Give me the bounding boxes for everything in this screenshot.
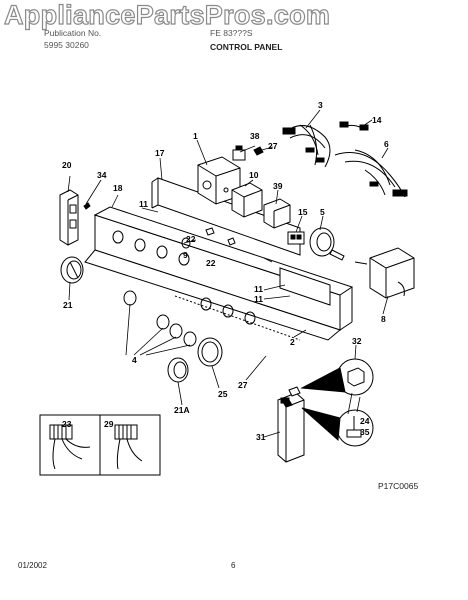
wire-14	[339, 121, 369, 131]
callout-39: 39	[273, 181, 283, 191]
model-number: FE 83???S	[210, 28, 253, 38]
callout-14: 14	[372, 115, 382, 125]
switch-38-part	[232, 145, 246, 161]
console-bracket	[151, 177, 331, 306]
section-title: CONTROL PANEL	[210, 42, 283, 52]
part-9	[181, 237, 191, 249]
inset-23-box	[39, 414, 101, 476]
callout-2: 2	[290, 337, 295, 347]
callout-4: 4	[132, 355, 137, 365]
leader-lines	[67, 109, 389, 438]
callout-38: 38	[250, 131, 260, 141]
callout-10: 10	[249, 170, 259, 180]
inset-29-box	[99, 414, 161, 476]
callout-31: 31	[256, 432, 266, 442]
wire-harness-6	[334, 149, 408, 198]
callout-27-top: 27	[268, 141, 278, 151]
switch-15-part	[287, 231, 305, 245]
watermark-logo: AppliancePartsPros.com	[3, 0, 331, 31]
callout-22-right: 22	[206, 258, 216, 268]
knob-21a-part	[167, 357, 189, 383]
switch-39-part	[263, 198, 291, 229]
callout-11-low: 11	[254, 294, 263, 304]
publication-number: 5995 30260	[44, 40, 89, 50]
selector-8-part	[354, 247, 415, 299]
callout-22-left: 22	[186, 234, 196, 244]
footer-date: 01/2002	[18, 561, 47, 570]
callout-35: 35	[360, 427, 370, 437]
callout-3: 3	[318, 100, 323, 110]
callout-21: 21	[63, 300, 73, 310]
part-22-clip	[205, 227, 215, 236]
switch-10-part	[231, 182, 263, 218]
control-panel-console	[84, 206, 354, 341]
callout-20: 20	[62, 160, 72, 170]
wire-harness-3	[282, 124, 331, 168]
callout-18: 18	[113, 183, 123, 193]
knob-4-parts	[123, 290, 197, 347]
bracket-20-part	[59, 189, 79, 246]
callout-1: 1	[193, 131, 198, 141]
pressure-switch-5-part	[309, 227, 345, 261]
detail-32-bubble	[300, 358, 374, 396]
publication-label: Publication No.	[44, 28, 102, 38]
callout-23: 23	[62, 419, 72, 429]
detail-24-35-bubble	[301, 407, 374, 447]
callout-27-bottom: 27	[238, 380, 248, 390]
callout-32: 32	[352, 336, 362, 346]
dial-25-part	[197, 337, 223, 367]
callout-25: 25	[218, 389, 228, 399]
callout-11-top: 11	[139, 199, 148, 209]
page-number: 6	[231, 561, 236, 570]
callout-29: 29	[104, 419, 114, 429]
figure-code: P17C0065	[378, 481, 419, 491]
callout-11-mid: 11	[254, 284, 263, 294]
callout-15: 15	[298, 207, 308, 217]
knob-21-part	[60, 256, 84, 284]
callout-9: 9	[183, 250, 188, 260]
callout-24: 24	[360, 416, 370, 426]
callout-17: 17	[155, 148, 165, 158]
callout-8: 8	[381, 314, 386, 324]
callout-5: 5	[320, 207, 325, 217]
callout-34: 34	[97, 170, 107, 180]
callout-21a: 21A	[174, 405, 190, 415]
callout-6: 6	[384, 139, 389, 149]
